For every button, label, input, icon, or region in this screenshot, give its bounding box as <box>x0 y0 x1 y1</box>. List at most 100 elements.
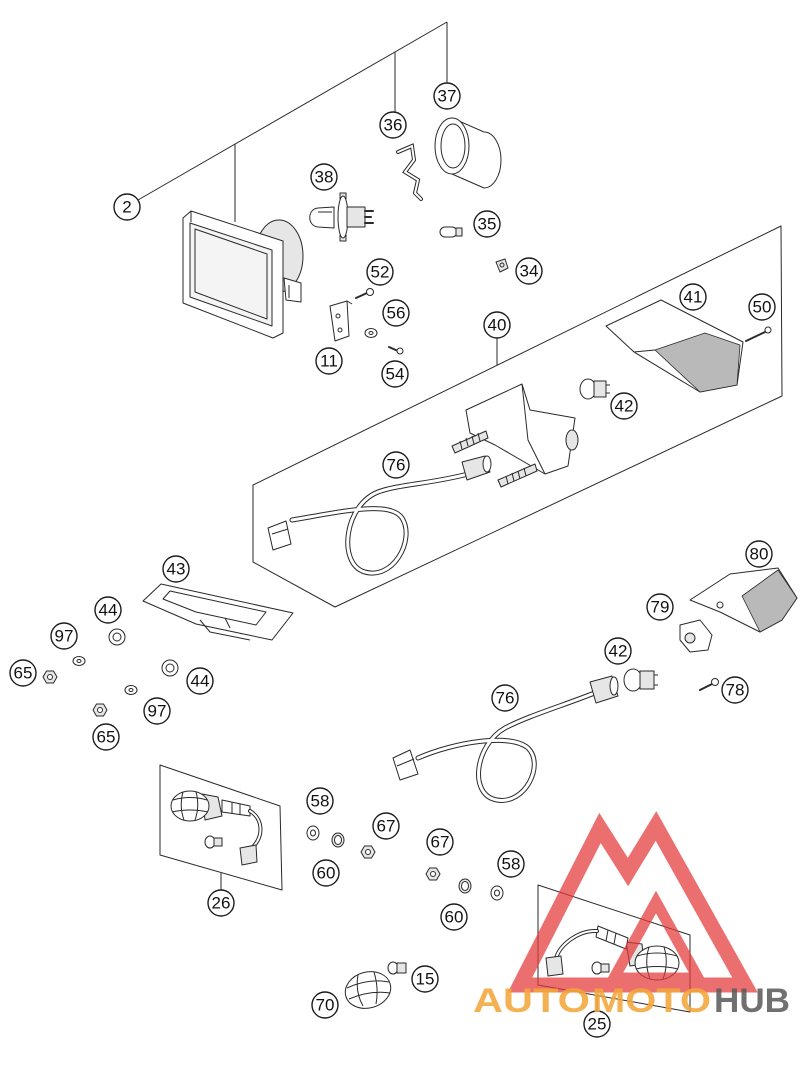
callout-number: 67 <box>431 833 450 852</box>
callout-circle <box>315 347 343 375</box>
callout-circle <box>646 593 674 621</box>
callout-circle <box>207 889 235 917</box>
callout-44-a: 44 <box>94 596 122 624</box>
turn-signal-right-panel <box>537 884 691 1013</box>
callout-43: 43 <box>162 555 190 583</box>
license-light-bracket <box>679 619 713 653</box>
callout-circle <box>94 596 122 624</box>
nut-65-upper <box>42 670 58 684</box>
callout-circle <box>162 555 190 583</box>
callout-circle <box>433 82 461 110</box>
headlight-bracket <box>329 300 353 342</box>
callout-number: 80 <box>750 545 769 564</box>
license-light-bulb <box>623 668 658 692</box>
ring-60-left <box>331 832 345 848</box>
callout-52: 52 <box>366 258 394 286</box>
tail-light-housing <box>451 383 579 488</box>
callout-circle <box>113 193 141 221</box>
callout-35: 35 <box>473 210 501 238</box>
callout-number: 60 <box>445 908 464 927</box>
callout-37: 37 <box>433 82 461 110</box>
callout-36: 36 <box>379 111 407 139</box>
callout-number: 42 <box>615 397 634 416</box>
callout-circle <box>382 451 410 479</box>
callout-25: 25 <box>583 1010 611 1038</box>
screw-78 <box>699 678 719 691</box>
callout-44-b: 44 <box>186 667 214 695</box>
callout-number: 43 <box>167 560 186 579</box>
screw-54 <box>388 346 404 355</box>
screw-50 <box>745 326 772 342</box>
watermark-word-hub: HUB <box>714 982 790 1020</box>
ring-60-right <box>458 878 472 894</box>
callout-number: 44 <box>191 672 210 691</box>
callout-number: 78 <box>726 681 745 700</box>
callout-circle <box>143 697 171 725</box>
nut-67-left <box>360 845 376 859</box>
callout-40: 40 <box>483 311 511 339</box>
callout-number: 42 <box>609 642 628 661</box>
callout-circle <box>440 903 468 931</box>
callout-circle <box>610 392 638 420</box>
callout-38: 38 <box>310 163 338 191</box>
callout-number: 65 <box>14 664 33 683</box>
wiring-harness-upper <box>267 455 492 576</box>
watermark: AUTO MOTO HUB <box>473 811 790 1020</box>
callout-97-a: 97 <box>50 622 78 650</box>
callout-number: 36 <box>384 116 403 135</box>
tail-bulb <box>579 378 610 400</box>
callout-65-b: 65 <box>92 723 120 751</box>
callout-circle <box>745 540 773 568</box>
callout-number: 79 <box>651 598 670 617</box>
callout-number: 34 <box>520 262 539 281</box>
tail-light-lens <box>605 299 744 393</box>
callout-number: 44 <box>99 601 118 620</box>
callout-67-b: 67 <box>426 828 454 856</box>
callout-circle <box>310 163 338 191</box>
callout-circle <box>381 360 409 388</box>
washer-58-left <box>306 825 320 841</box>
callout-circle <box>306 787 334 815</box>
logo-inner-triangle <box>604 890 708 984</box>
callout-67-a: 67 <box>372 812 400 840</box>
headlight <box>182 210 304 339</box>
callout-circle <box>50 622 78 650</box>
callout-number: 2 <box>122 198 131 217</box>
callout-circle <box>491 684 519 712</box>
headlight-ring <box>434 117 502 189</box>
license-light-housing <box>689 567 798 633</box>
washer-97-upper <box>72 656 86 666</box>
callout-15: 15 <box>411 965 439 993</box>
callout-number: 76 <box>496 689 515 708</box>
callout-circle <box>721 676 749 704</box>
callout-76-a: 76 <box>382 451 410 479</box>
callout-circle <box>372 812 400 840</box>
callout-42-b: 42 <box>604 637 632 665</box>
callout-number: 97 <box>148 702 167 721</box>
grommet <box>495 258 509 273</box>
callout-number: 60 <box>317 864 336 883</box>
callout-number: 76 <box>387 456 406 475</box>
nut-67-right <box>425 867 441 881</box>
callout-34: 34 <box>515 257 543 285</box>
logo-mountain-outline <box>507 811 758 993</box>
watermark-word-moto: MOTO <box>592 982 711 1020</box>
callout-circle <box>312 859 340 887</box>
callout-circle <box>679 283 707 311</box>
callout-circle <box>379 111 407 139</box>
washer-97-lower <box>124 685 138 695</box>
callout-number: 50 <box>753 298 772 317</box>
license-plate-holder <box>142 583 294 641</box>
callout-50: 50 <box>748 293 776 321</box>
callout-number: 38 <box>315 168 334 187</box>
callout-number: 25 <box>588 1015 607 1034</box>
callout-54: 54 <box>381 360 409 388</box>
callout-circle <box>604 637 632 665</box>
screw-52 <box>355 288 374 299</box>
washer-58-right <box>490 885 504 901</box>
callout-circle <box>382 299 410 327</box>
callout-76-b: 76 <box>491 684 519 712</box>
callout-56: 56 <box>382 299 410 327</box>
callout-60-a: 60 <box>312 859 340 887</box>
